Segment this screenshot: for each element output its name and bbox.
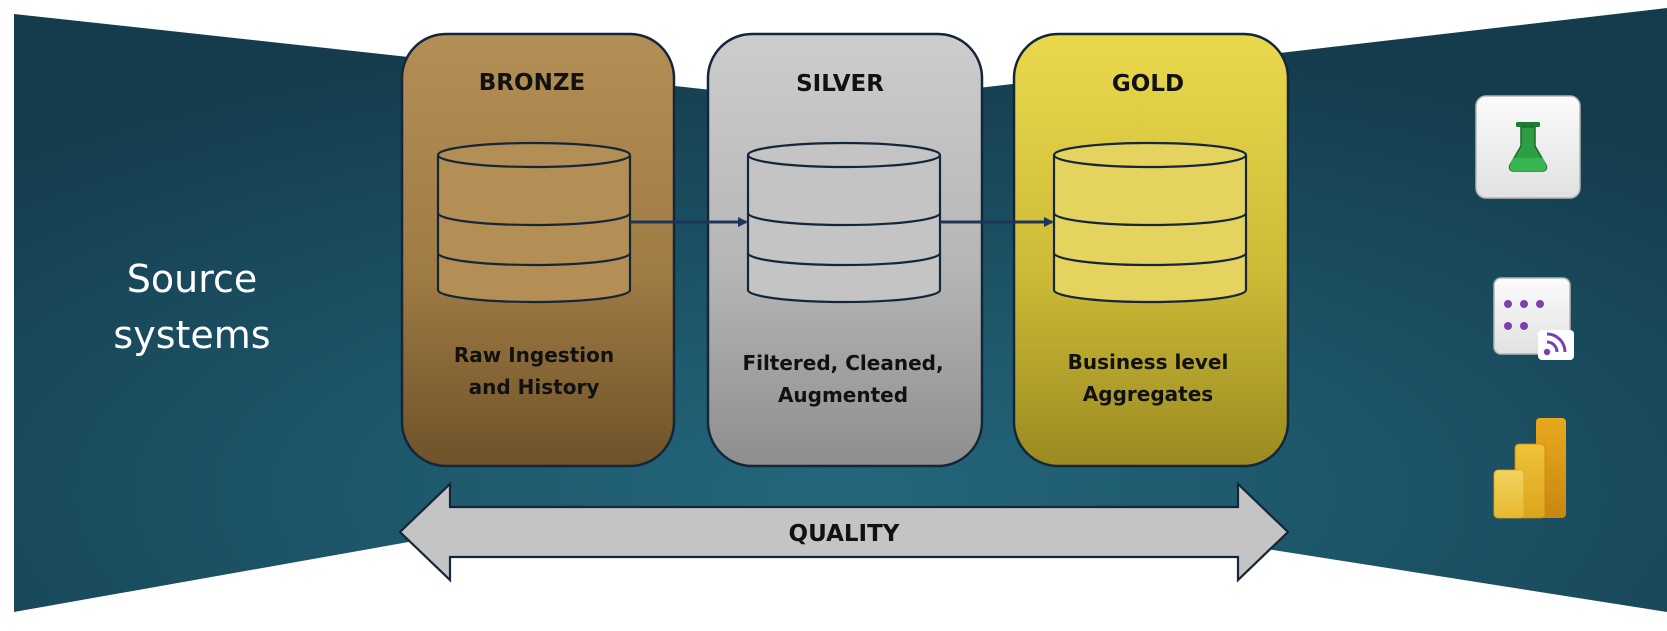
silver-layer: SILVER Filtered, Cleaned, Augmented	[706, 32, 984, 468]
realtime-analytics-tile	[1493, 277, 1574, 360]
data-science-tile	[1475, 95, 1581, 199]
silver-desc-line1: Filtered, Cleaned,	[742, 351, 943, 375]
bronze-title: BRONZE	[479, 70, 585, 96]
source-systems-line1: Source	[127, 257, 258, 301]
bronze-desc-line2: and History	[469, 375, 600, 399]
gold-database-icon	[1052, 141, 1248, 304]
realtime-icon	[1504, 300, 1574, 360]
gold-layer: GOLD Business level Aggregates	[1012, 32, 1290, 468]
gold-title: GOLD	[1112, 71, 1184, 97]
silver-database-icon	[746, 141, 942, 304]
silver-title: SILVER	[796, 71, 884, 97]
bronze-database-icon	[436, 141, 632, 304]
power-bi-icon	[1493, 418, 1566, 519]
quality-label: QUALITY	[789, 521, 900, 547]
gold-desc-line2: Aggregates	[1083, 382, 1213, 406]
source-systems-line2: systems	[113, 313, 270, 357]
bronze-desc-line1: Raw Ingestion	[454, 343, 614, 367]
quality-double-arrow	[398, 481, 1290, 583]
flask-icon	[1508, 122, 1548, 172]
silver-desc-line2: Augmented	[778, 383, 908, 407]
bronze-layer: BRONZE Raw Ingestion and History	[400, 32, 676, 468]
gold-desc-line1: Business level	[1068, 350, 1229, 374]
power-bi-logo	[1493, 418, 1566, 519]
